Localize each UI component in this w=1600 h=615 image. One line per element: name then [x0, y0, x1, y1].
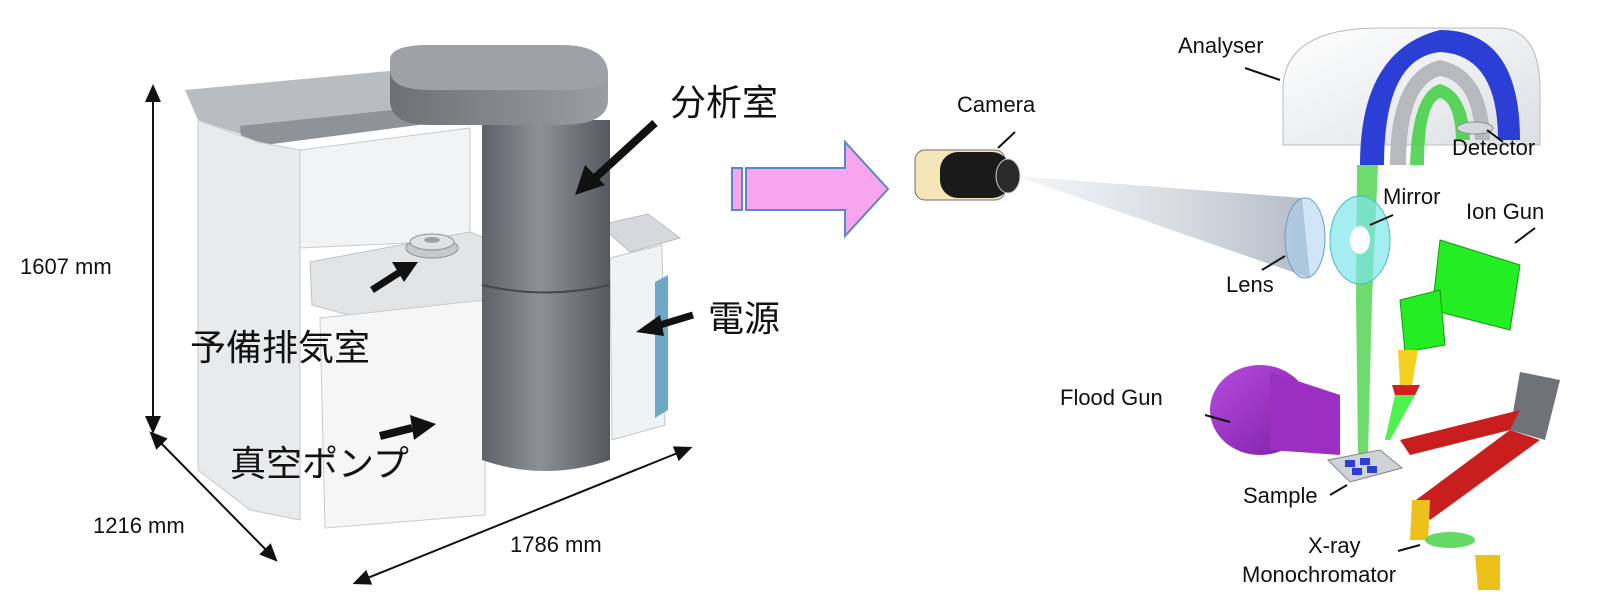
flood-gun-label: Flood Gun — [1060, 385, 1163, 410]
depth-dimension-line — [149, 431, 278, 562]
ion-gun — [1385, 239, 1521, 440]
sample-stage — [1326, 449, 1404, 483]
camera-label: Camera — [957, 92, 1036, 117]
right-cabinet-panel — [655, 275, 668, 418]
lens — [1284, 197, 1326, 279]
instrument-illustration: 分析室 予備排気室 電源 真空ポンプ 1607 mm 1216 mm 1786 … — [20, 45, 780, 585]
detector-label: Detector — [1452, 135, 1535, 160]
depth-dimension-label: 1216 mm — [93, 513, 185, 538]
xray-source — [1400, 372, 1560, 520]
xray-label: X-ray — [1308, 533, 1361, 558]
analyser-label: Analyser — [1178, 33, 1264, 58]
width-dimension-line — [352, 446, 693, 585]
load-lock-flange — [405, 233, 459, 259]
xps-schematic: Analyser Camera Detector Mirror Ion Gun … — [914, 27, 1560, 590]
ion-gun-label: Ion Gun — [1466, 199, 1544, 224]
pointer-arrows — [370, 120, 695, 440]
mirror-label: Mirror — [1383, 184, 1440, 209]
camera — [914, 149, 1021, 201]
vacuum-pump-label: 真空ポンプ — [230, 444, 409, 485]
width-dimension-label: 1786 mm — [510, 532, 602, 557]
cabinet-front-upper — [299, 127, 471, 249]
analysis-chamber-label: 分析室 — [670, 83, 778, 124]
monochromator — [1410, 500, 1500, 590]
analyser — [1282, 27, 1541, 165]
sample-label: Sample — [1243, 483, 1318, 508]
power-supply-label: 電源 — [708, 299, 780, 340]
right-cabinet-top — [598, 213, 682, 253]
lens-label: Lens — [1226, 272, 1274, 297]
mirror — [1329, 195, 1391, 285]
load-lock-label: 予備排気室 — [190, 328, 370, 369]
analysis-chamber-column — [390, 45, 611, 471]
dimension-lines — [145, 84, 693, 585]
monochromator-label: Monochromator — [1242, 562, 1396, 587]
height-dimension-label: 1607 mm — [20, 254, 112, 279]
camera-view-cone — [1016, 176, 1310, 278]
flood-gun — [1210, 365, 1340, 455]
transition-arrow — [731, 139, 890, 239]
leader-lines — [997, 67, 1536, 552]
right-cabinet-front — [609, 244, 666, 441]
